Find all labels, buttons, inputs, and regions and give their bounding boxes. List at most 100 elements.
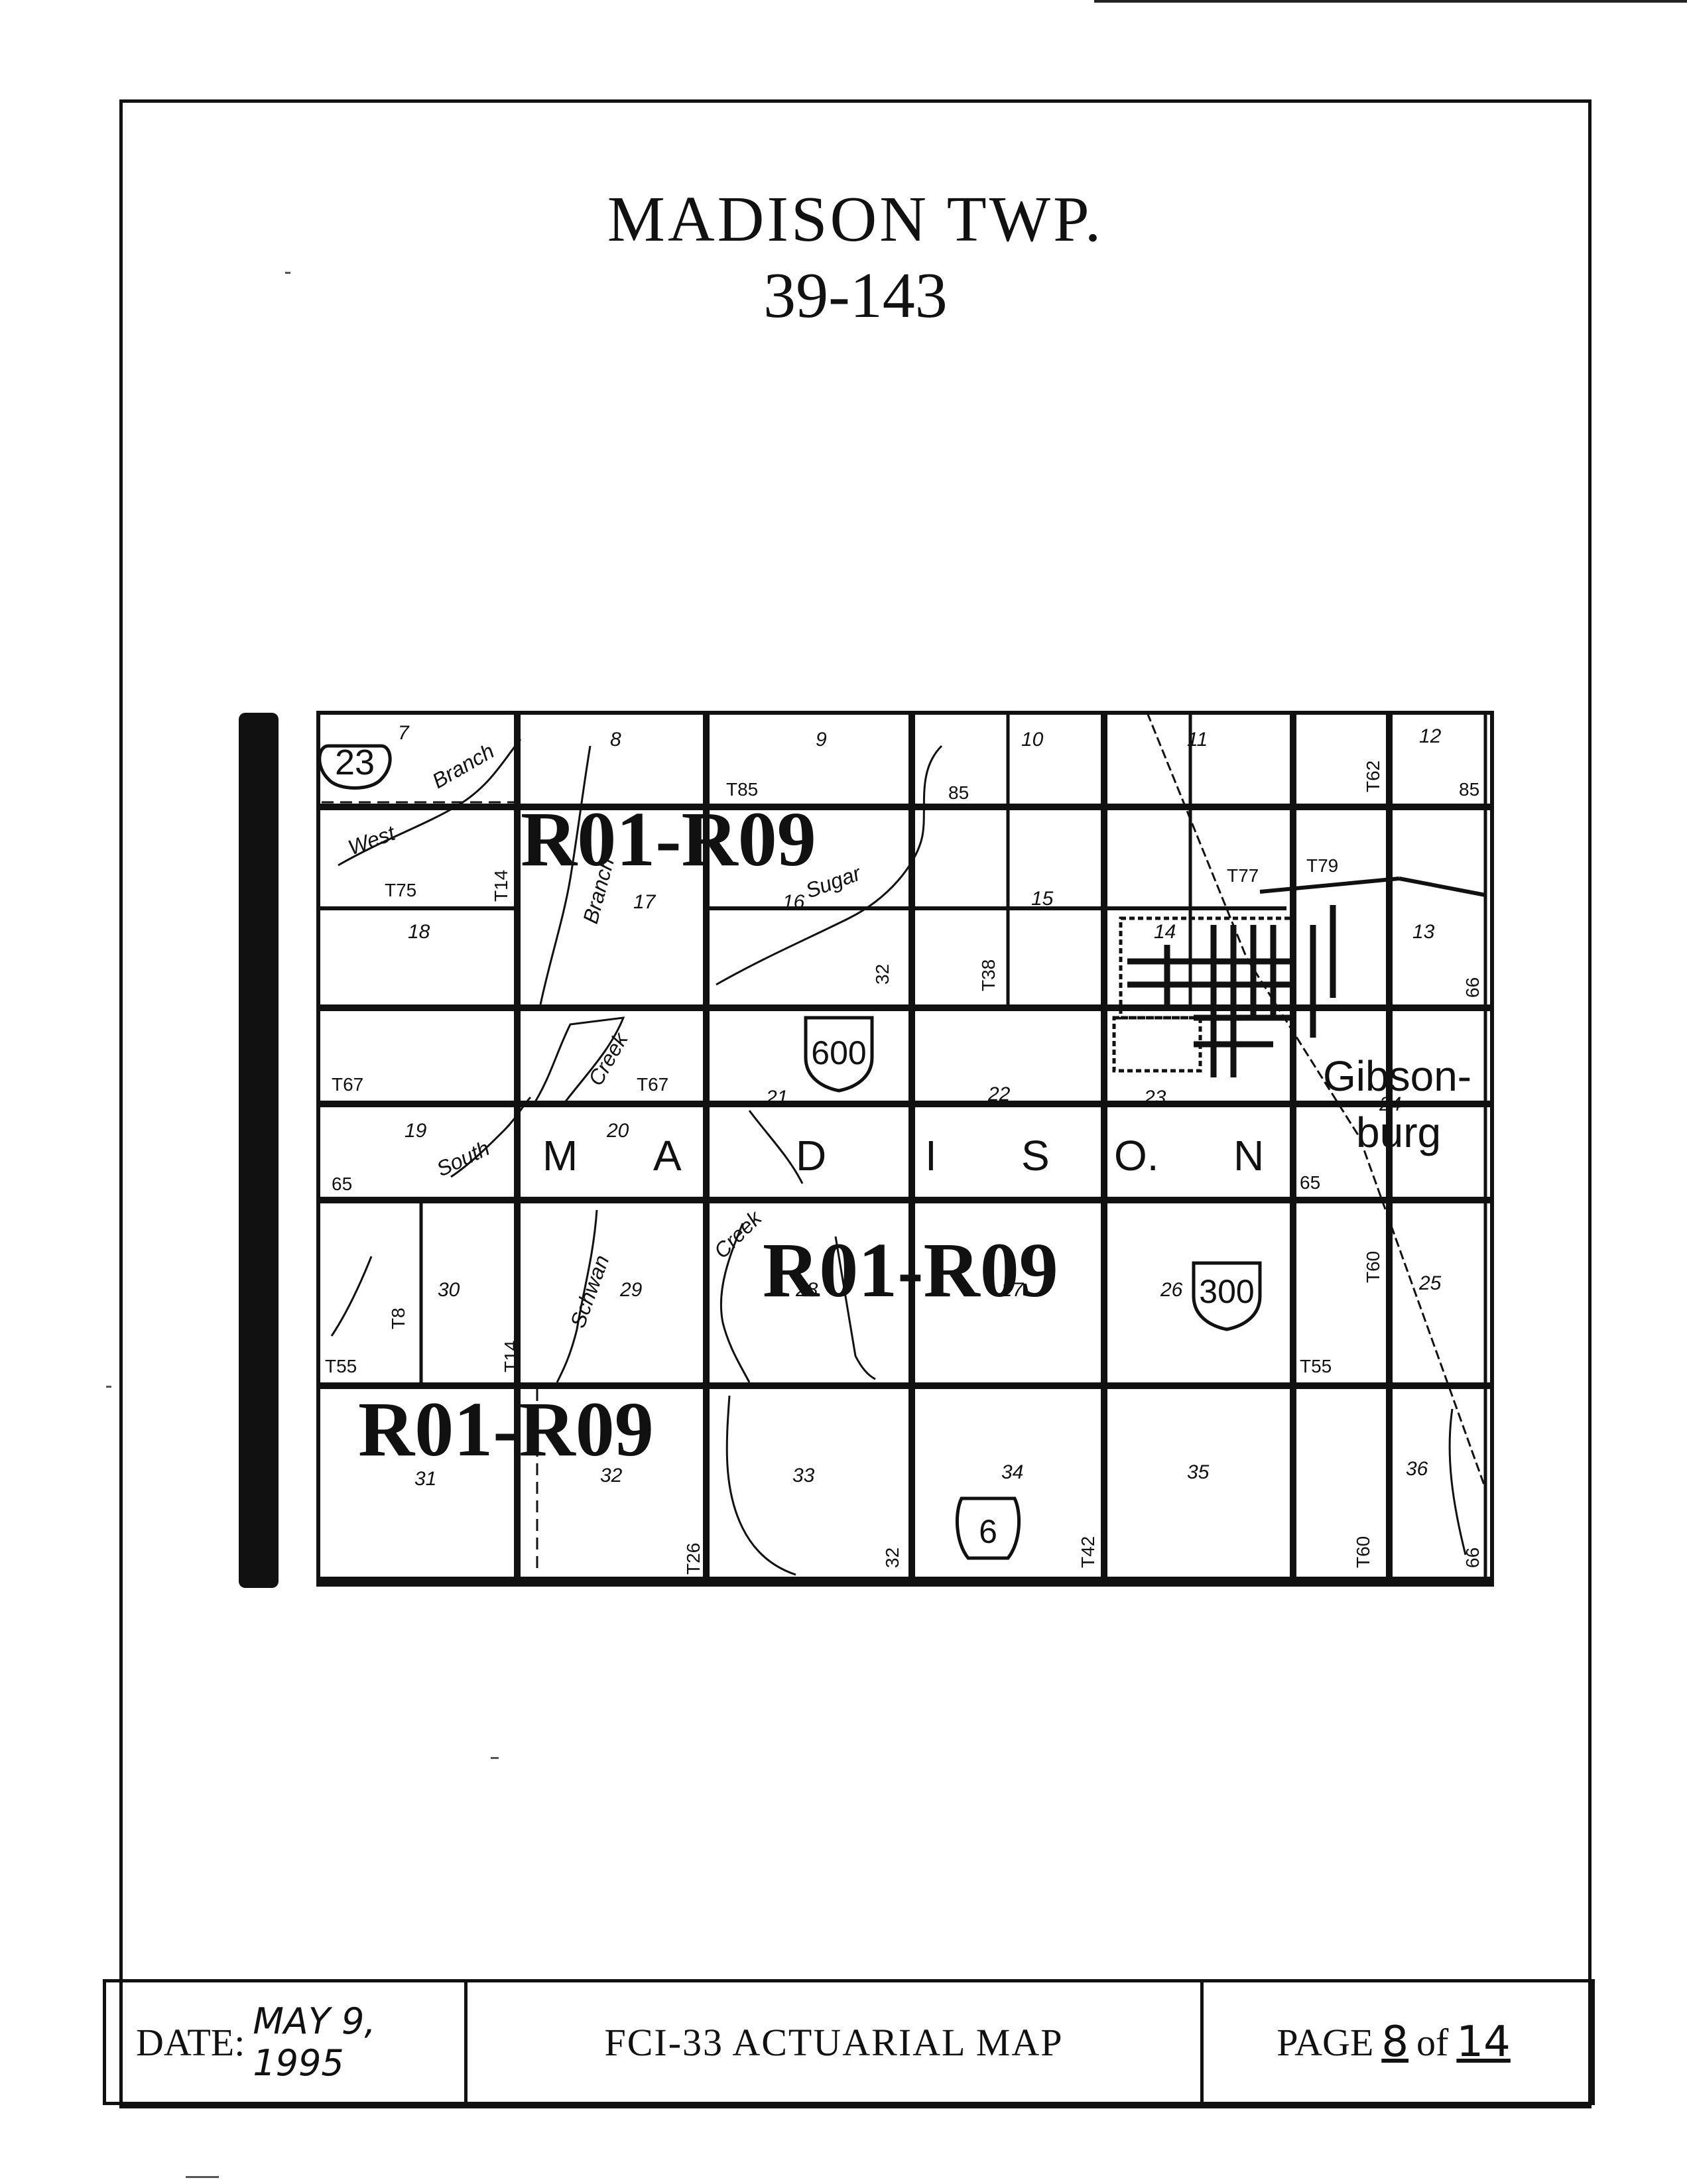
oh-300-shield: 300 xyxy=(1192,1261,1262,1331)
scan-speck xyxy=(285,272,290,274)
svg-text:66: 66 xyxy=(1462,977,1483,998)
svg-text:18: 18 xyxy=(408,921,430,943)
svg-text:T60: T60 xyxy=(1353,1536,1373,1568)
svg-text:29: 29 xyxy=(619,1279,643,1301)
svg-text:85: 85 xyxy=(948,782,969,803)
svg-text:Branch: Branch xyxy=(428,739,499,793)
svg-text:32: 32 xyxy=(600,1465,623,1486)
svg-text:15: 15 xyxy=(1031,888,1054,910)
svg-text:35: 35 xyxy=(1187,1461,1210,1483)
svg-text:17: 17 xyxy=(633,891,656,913)
town-name-line-1: Gibson- xyxy=(1323,1052,1471,1100)
svg-text:66: 66 xyxy=(1462,1547,1483,1568)
rate-stamp: R01-R09 xyxy=(521,796,816,882)
map-border xyxy=(316,711,1494,1587)
svg-text:22: 22 xyxy=(987,1083,1011,1105)
township-name-letters: M A D I S O. N xyxy=(542,1132,1264,1180)
svg-text:16: 16 xyxy=(782,891,805,913)
svg-text:T77: T77 xyxy=(1227,865,1259,886)
svg-text:T67: T67 xyxy=(332,1074,363,1095)
scan-speck xyxy=(106,1386,111,1388)
svg-text:28: 28 xyxy=(795,1279,818,1301)
svg-text:T38: T38 xyxy=(978,959,999,991)
date-value: MAY 9, 1995 xyxy=(253,2000,376,2084)
svg-text:31: 31 xyxy=(414,1468,436,1490)
scan-speck xyxy=(491,1757,499,1759)
svg-text:8: 8 xyxy=(610,729,621,751)
svg-text:26: 26 xyxy=(1160,1279,1183,1301)
svg-text:T60: T60 xyxy=(1363,1251,1383,1283)
page-total: 14 xyxy=(1456,2018,1511,2067)
svg-text:O.: O. xyxy=(1114,1132,1159,1180)
svg-text:Schwan: Schwan xyxy=(566,1252,614,1331)
svg-text:T55: T55 xyxy=(325,1356,357,1376)
svg-text:11: 11 xyxy=(1187,729,1208,751)
svg-text:D: D xyxy=(796,1132,826,1180)
of-label: of xyxy=(1416,2020,1449,2064)
shield-label: 23 xyxy=(335,743,375,782)
page-number: 8 xyxy=(1381,2018,1409,2067)
svg-text:34: 34 xyxy=(1001,1461,1023,1483)
svg-text:14: 14 xyxy=(1154,921,1176,943)
svg-text:33: 33 xyxy=(792,1465,815,1486)
shield-label: 300 xyxy=(1199,1273,1254,1310)
svg-text:13: 13 xyxy=(1412,921,1435,943)
svg-text:20: 20 xyxy=(606,1120,629,1142)
svg-text:West: West xyxy=(345,821,399,860)
svg-text:10: 10 xyxy=(1021,729,1044,751)
svg-text:25: 25 xyxy=(1418,1272,1442,1294)
top-edge-line xyxy=(1094,0,1687,3)
svg-text:24: 24 xyxy=(1379,1093,1401,1115)
shield-label: 6 xyxy=(979,1513,997,1550)
town-grid-gibsonburg xyxy=(1112,905,1336,1077)
boundary-dashes xyxy=(322,801,538,1575)
north-south-roads xyxy=(514,713,1393,1585)
page-label: PAGE xyxy=(1277,2020,1374,2064)
us-6-shield: 6 xyxy=(955,1496,1021,1560)
county-township-code: 39-143 xyxy=(763,260,948,332)
svg-text:T67: T67 xyxy=(637,1074,668,1095)
svg-text:N: N xyxy=(1233,1132,1264,1180)
svg-text:Creek: Creek xyxy=(584,1028,633,1090)
road-labels: T85 85 T62 85 T75 T14 T77 T79 32 T38 66 … xyxy=(325,760,1483,1575)
svg-text:19: 19 xyxy=(405,1120,427,1142)
svg-text:M: M xyxy=(542,1132,578,1180)
scan-speck xyxy=(186,2176,219,2178)
streams xyxy=(330,739,1467,1576)
rate-stamps: R01-R09 R01-R09 R01-R09 xyxy=(358,796,1058,1473)
svg-text:Creek: Creek xyxy=(709,1205,767,1263)
svg-text:32: 32 xyxy=(882,1547,903,1568)
page-frame: MADISON TWP. 39-143 xyxy=(119,99,1592,2108)
svg-text:I: I xyxy=(925,1132,937,1180)
date-label: DATE: xyxy=(136,2020,245,2064)
svg-text:65: 65 xyxy=(1300,1172,1320,1193)
date-cell: DATE: MAY 9, 1995 xyxy=(106,1982,468,2102)
svg-text:T75: T75 xyxy=(385,880,416,900)
svg-text:South: South xyxy=(433,1136,493,1181)
svg-text:30: 30 xyxy=(438,1279,460,1301)
svg-text:A: A xyxy=(653,1132,682,1180)
town-name-line-2: burg xyxy=(1356,1109,1441,1156)
svg-text:27: 27 xyxy=(1001,1279,1025,1301)
map-footer: DATE: MAY 9, 1995 FCI-33 ACTUARIAL MAP P… xyxy=(103,1979,1595,2105)
svg-text:T79: T79 xyxy=(1306,855,1338,876)
svg-text:T62: T62 xyxy=(1363,760,1383,792)
svg-text:T42: T42 xyxy=(1078,1536,1098,1568)
map-name: FCI-33 ACTUARIAL MAP xyxy=(604,2020,1064,2064)
svg-text:7: 7 xyxy=(398,722,410,744)
svg-text:85: 85 xyxy=(1459,779,1479,800)
svg-text:S: S xyxy=(1021,1132,1050,1180)
svg-text:65: 65 xyxy=(332,1174,352,1194)
map-binding-spine xyxy=(239,713,279,1588)
svg-text:T14: T14 xyxy=(501,1341,521,1372)
township-map: 23 600 300 6 7 8 9 10 11 12 18 17 16 15 … xyxy=(239,706,1499,1595)
us-23-shield: 23 xyxy=(318,743,392,790)
svg-text:21: 21 xyxy=(765,1087,788,1109)
page-cell: PAGE 8 of 14 xyxy=(1204,1982,1592,2102)
svg-text:36: 36 xyxy=(1406,1458,1428,1480)
shield-label: 600 xyxy=(811,1034,866,1071)
rate-stamp: R01-R09 xyxy=(763,1227,1058,1313)
svg-text:32: 32 xyxy=(872,964,893,985)
rate-stamp: R01-R09 xyxy=(358,1386,654,1473)
svg-text:12: 12 xyxy=(1419,725,1442,747)
